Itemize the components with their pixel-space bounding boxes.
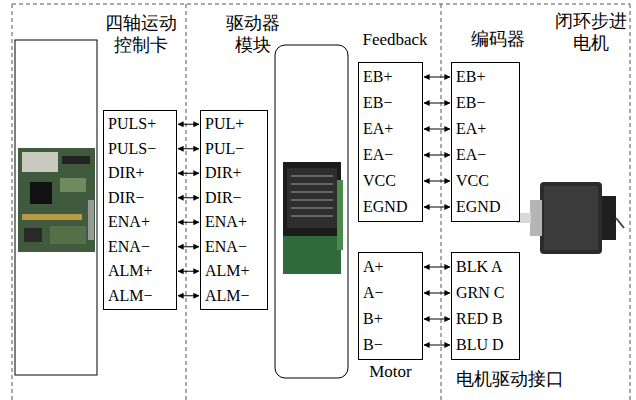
pin-box: EB+EB−EA+EA−VCCEGND	[451, 62, 520, 222]
section-label: 编码器	[462, 28, 534, 50]
pin-name: B−	[363, 332, 383, 358]
driver-photo	[283, 162, 343, 274]
pin-name: EA−	[456, 142, 486, 168]
pin-name: EB+	[363, 64, 392, 90]
signal-arrow	[424, 103, 450, 104]
pin-name: VCC	[456, 168, 489, 194]
section-label: Motor	[353, 362, 428, 382]
pin-name: PUL−	[205, 137, 244, 162]
pin-name: PUL+	[205, 112, 244, 137]
pin-name: EB−	[363, 90, 392, 116]
pin-name: DIR+	[205, 161, 242, 186]
pin-name: EB+	[456, 64, 485, 90]
pin-name: PULS−	[108, 137, 156, 162]
pin-name: A+	[363, 254, 384, 280]
pin-name: DIR−	[205, 186, 242, 211]
section-label: 闭环步进 电机	[553, 10, 629, 54]
signal-arrow	[178, 222, 199, 223]
signal-arrow	[178, 197, 199, 198]
signal-arrow	[424, 319, 450, 320]
pin-name: GRN C	[456, 280, 504, 306]
pin-name: EA+	[456, 116, 486, 142]
pin-name: ENA−	[205, 235, 247, 260]
pin-box: PUL+PUL−DIR+DIR−ENA+ENA−ALM+ALM−	[200, 110, 268, 310]
pin-name: EGND	[456, 194, 500, 220]
pin-box: EB+EB−EA+EA−VCCEGND	[358, 62, 423, 222]
pin-name: ENA−	[108, 235, 150, 260]
signal-arrow	[424, 267, 450, 268]
pin-name: ALM−	[205, 284, 250, 309]
signal-arrow	[178, 295, 199, 296]
pin-name: EGND	[363, 194, 407, 220]
motor-photo	[517, 182, 624, 254]
pin-name: ENA+	[205, 210, 247, 235]
pin-name: A−	[363, 280, 384, 306]
signal-arrow	[178, 148, 199, 149]
signal-arrow	[424, 345, 450, 346]
pin-name: BLK A	[456, 254, 503, 280]
signal-arrow	[178, 246, 199, 247]
pin-name: EB−	[456, 90, 485, 116]
pin-name: ALM+	[205, 259, 250, 284]
control-card-photo	[18, 148, 95, 252]
section-label: 驱动器 模块	[211, 12, 295, 56]
pin-name: DIR+	[108, 161, 145, 186]
signal-arrow	[178, 124, 199, 125]
section-label: 电机驱动接口	[450, 368, 570, 390]
pin-name: DIR−	[108, 186, 145, 211]
pin-name: B+	[363, 306, 383, 332]
signal-arrow	[424, 293, 450, 294]
pin-box: PULS+PULS−DIR+DIR−ENA+ENA−ALM+ALM−	[103, 110, 177, 310]
pin-name: ALM+	[108, 259, 153, 284]
pin-name: RED B	[456, 306, 503, 332]
signal-arrow	[424, 129, 450, 130]
pin-name: PULS+	[108, 112, 156, 137]
pin-name: BLU D	[456, 332, 504, 358]
pin-box: BLK AGRN CRED BBLU D	[451, 252, 520, 360]
pin-name: EA−	[363, 142, 393, 168]
signal-arrow	[424, 181, 450, 182]
section-label: 四轴运动 控制卡	[100, 12, 182, 56]
signal-arrow	[178, 173, 199, 174]
signal-arrow	[178, 271, 199, 272]
section-label: Feedback	[350, 30, 440, 50]
pin-box: A+A−B+B−	[358, 252, 423, 360]
signal-arrow	[424, 155, 450, 156]
signal-arrow	[424, 77, 450, 78]
pin-name: ENA+	[108, 210, 150, 235]
pin-name: VCC	[363, 168, 396, 194]
pin-name: ALM−	[108, 284, 153, 309]
pin-name: EA+	[363, 116, 393, 142]
signal-arrow	[424, 207, 450, 208]
